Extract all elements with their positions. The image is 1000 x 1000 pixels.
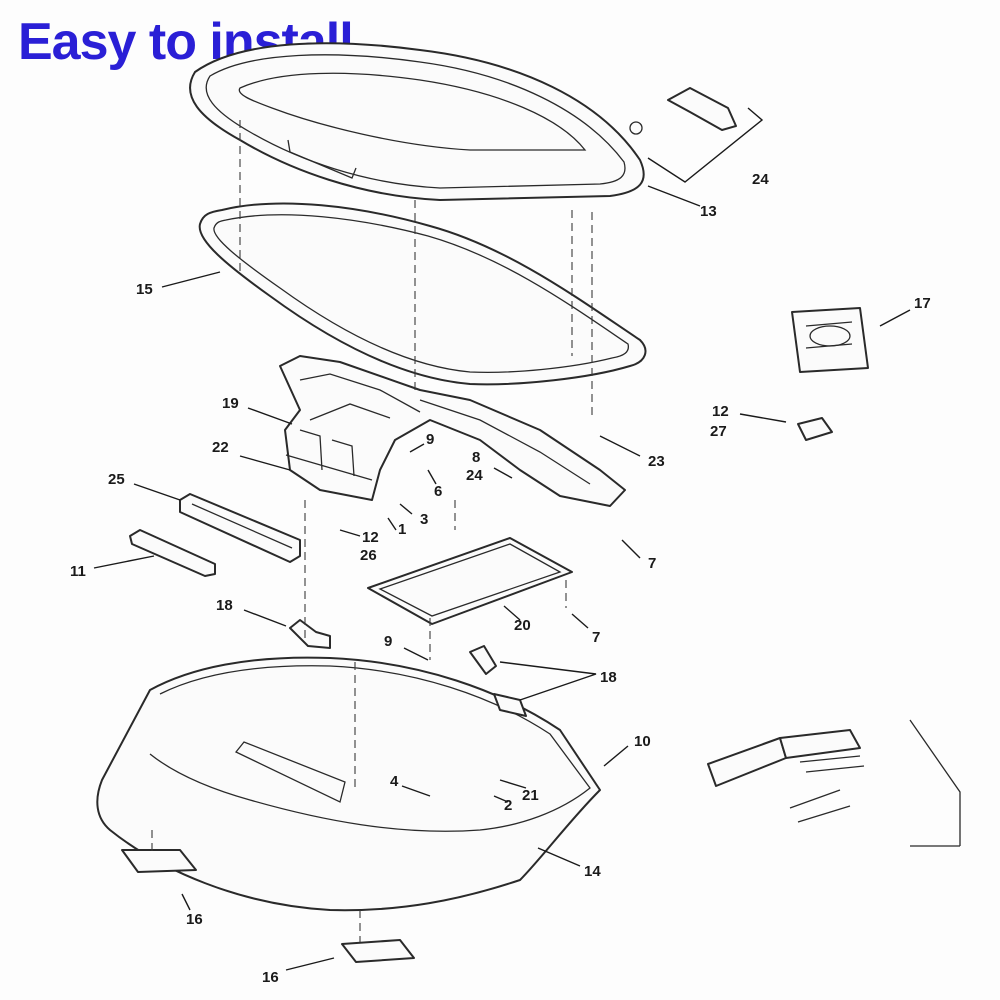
- callout-label: 11: [70, 563, 86, 580]
- leader-lines: [93, 107, 911, 971]
- callout-label: 7: [648, 555, 656, 572]
- trim-strip-part: [129, 493, 301, 577]
- callout-label: 8: [472, 449, 480, 466]
- gasket-part: [198, 202, 647, 386]
- callout-label: 7: [592, 629, 600, 646]
- callout-label: 2: [504, 797, 512, 814]
- callout-label: 1: [398, 521, 406, 538]
- callout-label: 24: [752, 171, 769, 188]
- floor-mat-part: [367, 537, 573, 625]
- callout-label: 24: [466, 467, 483, 484]
- callout-label: 21: [522, 787, 539, 804]
- callout-label: 14: [584, 863, 601, 880]
- emblem-decal-part: [791, 307, 869, 373]
- saddlebag-body-part: [96, 656, 601, 912]
- callout-label: 12: [362, 529, 379, 546]
- callout-label: 6: [434, 483, 442, 500]
- callout-label: 19: [222, 395, 239, 412]
- callout-label: 10: [634, 733, 651, 750]
- clip-part: [797, 417, 833, 441]
- callout-label: 23: [648, 453, 665, 470]
- callout-label: 13: [700, 203, 717, 220]
- callout-label: 16: [186, 911, 203, 928]
- callout-label: 9: [384, 633, 392, 650]
- callout-label: 17: [914, 295, 931, 312]
- tool-kit-part: [707, 719, 961, 847]
- callout-label: 18: [216, 597, 233, 614]
- callout-label: 27: [710, 423, 727, 440]
- liner-bracket-part: [279, 355, 626, 507]
- callout-label: 18: [600, 669, 617, 686]
- callout-label: 26: [360, 547, 377, 564]
- hinge-part: [629, 87, 737, 135]
- callout-label: 15: [136, 281, 153, 298]
- callout-label: 25: [108, 471, 125, 488]
- callout-label: 20: [514, 617, 531, 634]
- callout-labels: 24 13 15 17 19 9 22 8 24 6 23 12 27 25 3…: [70, 171, 931, 986]
- callout-label: 16: [262, 969, 279, 986]
- rail-clamp-part: [121, 849, 415, 963]
- callout-label: 4: [390, 773, 399, 790]
- callout-label: 22: [212, 439, 229, 456]
- mount-bracket-part: [289, 619, 527, 717]
- alignment-lines: [151, 120, 593, 942]
- callout-label: 12: [712, 403, 729, 420]
- lid-part: [189, 42, 645, 201]
- callout-label: 9: [426, 431, 434, 448]
- callout-label: 3: [420, 511, 428, 528]
